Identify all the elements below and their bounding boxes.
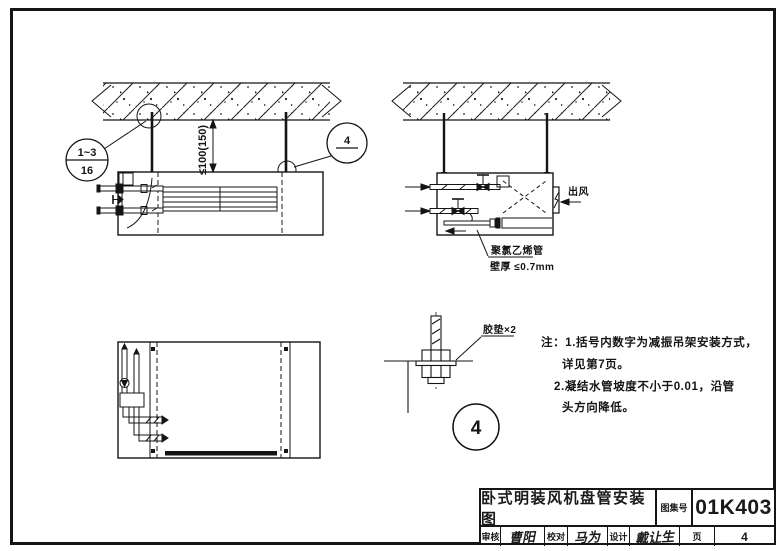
callout-detail-numbers: 1~3 xyxy=(78,147,97,159)
outlet-damper-dashed xyxy=(502,180,547,214)
atlas-number-label: 图集号 xyxy=(657,490,693,525)
air-grille xyxy=(162,186,278,212)
sheet-border xyxy=(10,8,776,545)
anchor-detail-circle xyxy=(136,103,162,129)
detail-number-circle xyxy=(452,403,500,451)
check-label: 校对 xyxy=(545,527,568,546)
review-label: 审核 xyxy=(481,527,501,546)
callout-detail-4 xyxy=(293,122,368,168)
callout-detail-1-3 xyxy=(65,120,147,182)
pvc-pipe-thickness-label: 壁厚 ≤0.7mm xyxy=(490,260,554,273)
side-view-drawing: 出风 聚氯乙烯管 壁厚 ≤0.7mm xyxy=(391,82,622,273)
title-block-row-credits: 审核 曹阳 校对 马为 设计 戴让生 页 4 xyxy=(481,527,774,547)
dimension-label: ≤100(150) xyxy=(197,125,209,175)
page-label: 页 xyxy=(680,527,715,546)
page-number: 4 xyxy=(741,529,748,544)
rubber-pad-washer xyxy=(415,360,457,367)
air-outlet-label: 出风 xyxy=(568,185,589,198)
design-signature: 戴让生 xyxy=(630,527,680,547)
note-line: 注：1.括号内数字为减振吊架安装方式， xyxy=(541,335,758,349)
title-block: 卧式明装风机盘管安装图 图集号 01K403 审核 曹阳 校对 马为 设计 戴让… xyxy=(479,488,776,547)
note-line: 2.凝结水管坡度不小于0.01，沿管 xyxy=(554,379,735,393)
air-outlet-arrow xyxy=(553,191,581,209)
condensate-pipe xyxy=(443,217,552,258)
detail-4-drawing xyxy=(384,312,514,451)
water-inlet-arrows xyxy=(405,183,432,215)
fan-coil-unit-plan xyxy=(117,341,321,459)
hex-nut-upper xyxy=(421,349,451,362)
ceiling-slab xyxy=(403,83,610,120)
installation-notes: 注：1.括号内数字为减振吊架安装方式， 详见第7页。 2.凝结水管坡度不小于0.… xyxy=(541,335,758,414)
valves-and-piping xyxy=(429,174,510,225)
break-symbol xyxy=(321,84,342,118)
detail-number: 4 xyxy=(471,418,482,439)
note-line: 详见第7页。 xyxy=(562,357,630,371)
pvc-pipe-label: 聚氯乙烯管 xyxy=(490,244,544,257)
water-pipes xyxy=(96,172,164,229)
ceiling-slab xyxy=(103,83,330,120)
design-label: 设计 xyxy=(608,527,630,546)
plan-piping xyxy=(119,342,169,443)
rubber-pad-label: 胶垫×2 xyxy=(483,323,516,336)
break-symbol xyxy=(391,84,412,118)
review-signature: 曹阳 xyxy=(501,527,545,547)
dimension-line xyxy=(209,118,217,174)
plan-view-drawing xyxy=(117,341,321,459)
callout-detail-page: 16 xyxy=(81,165,93,177)
coil-edge-bar xyxy=(165,451,277,456)
outlet-flange xyxy=(552,186,560,214)
break-symbol xyxy=(91,84,112,118)
break-symbol xyxy=(601,84,622,118)
drawing-title: 卧式明装风机盘管安装图 xyxy=(481,490,657,528)
note-line: 头方向降低。 xyxy=(562,400,635,414)
front-view-drawing: ≤100(150) 1~3 16 4 xyxy=(65,82,368,236)
atlas-number: 01K403 xyxy=(695,495,772,519)
hex-nut-lower xyxy=(421,364,451,379)
title-block-row-main: 卧式明装风机盘管安装图 图集号 01K403 xyxy=(481,490,774,528)
check-signature: 马为 xyxy=(568,527,608,547)
callout-detail-number: 4 xyxy=(344,135,351,147)
